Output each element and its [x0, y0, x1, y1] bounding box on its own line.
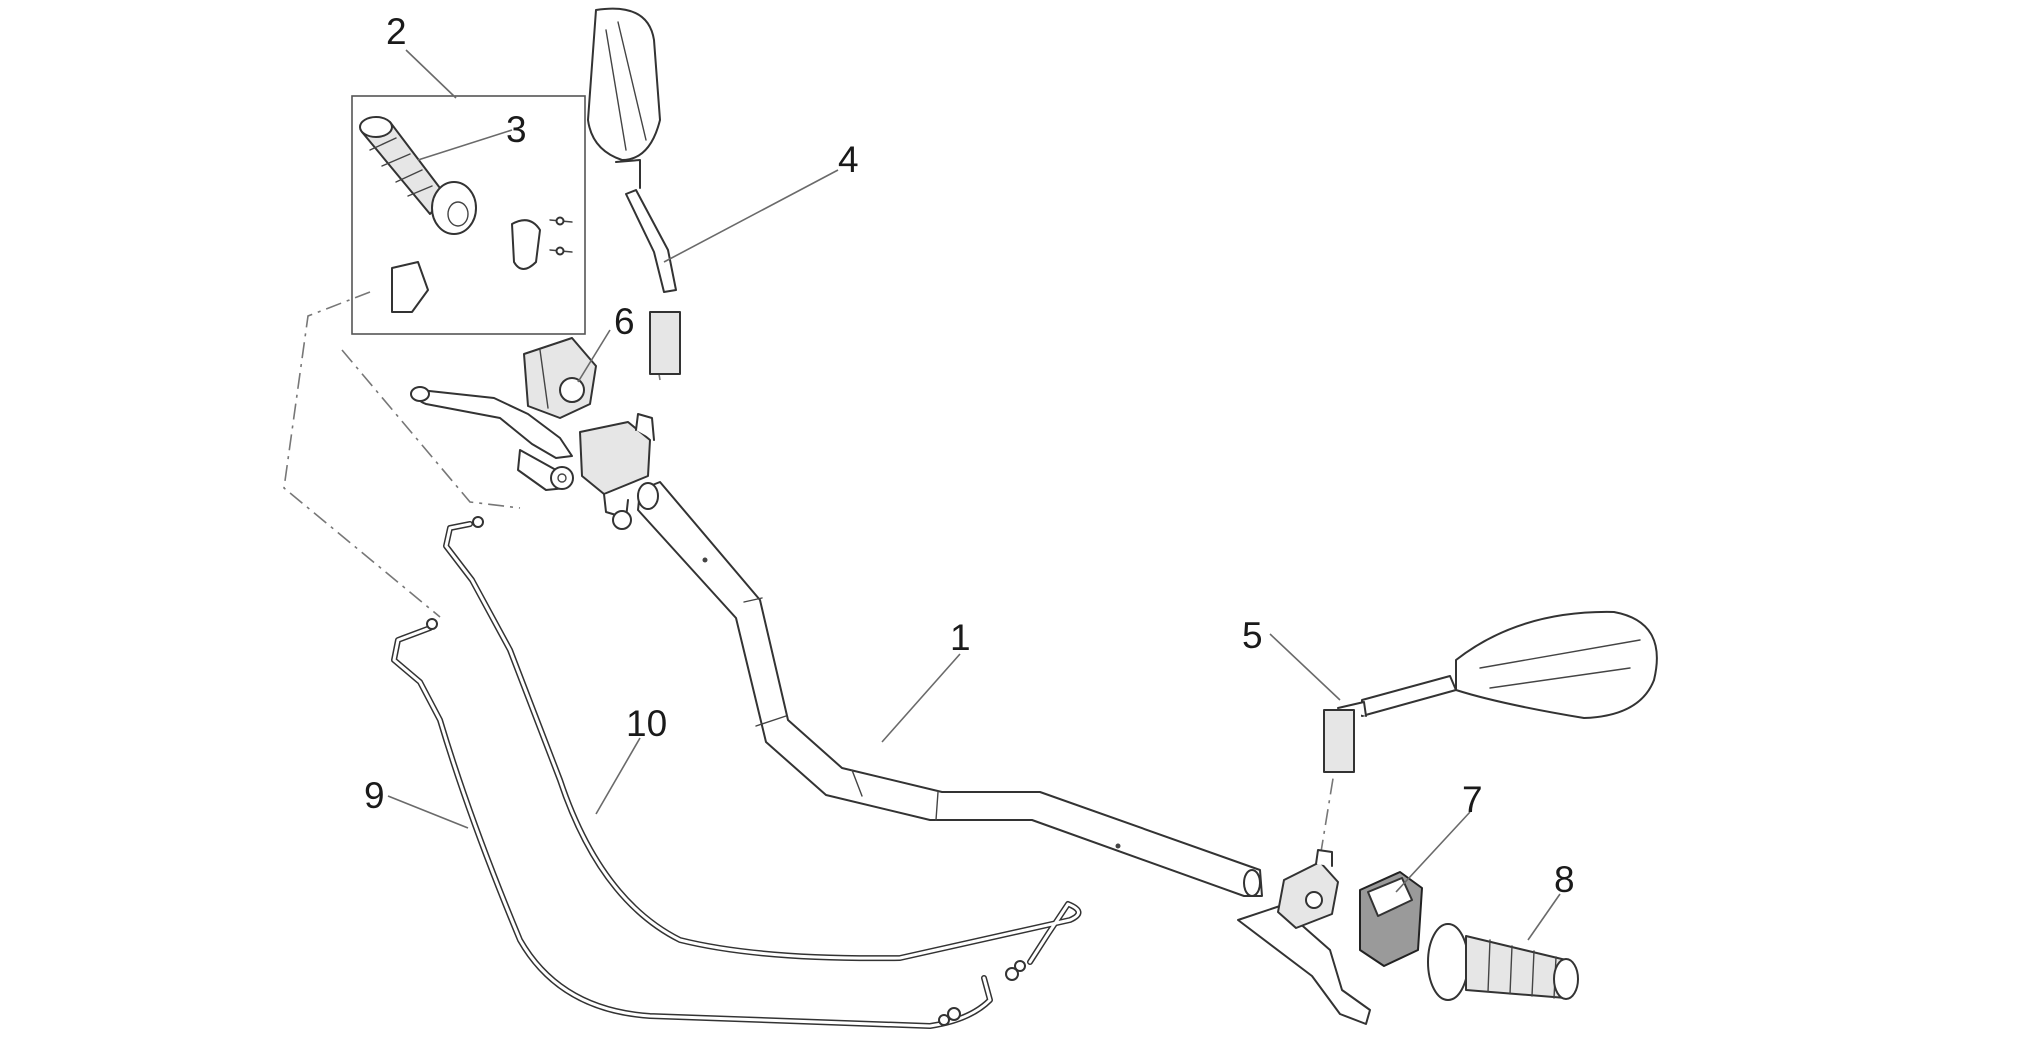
- callout-4: 4: [838, 139, 859, 180]
- right-lever-assembly: [1237, 849, 1371, 1025]
- kit-group-box: [351, 95, 586, 335]
- callout-5: 5: [1242, 615, 1263, 656]
- callout-1: 1: [950, 617, 971, 658]
- left-grip: [359, 116, 477, 235]
- cable-9: [391, 618, 993, 1029]
- cable-10: [443, 516, 1082, 981]
- right-mirror: [1323, 610, 1658, 773]
- callout-2: 2: [386, 11, 407, 52]
- left-clamp-pieces: [391, 216, 573, 313]
- right-grip: [1427, 923, 1579, 1001]
- callout-9: 9: [364, 775, 385, 816]
- left-switch-housing: [523, 337, 597, 419]
- callout-10: 10: [626, 703, 667, 744]
- leader-lines: [387, 49, 1561, 941]
- right-switch-housing: [1359, 871, 1423, 967]
- callout-6: 6: [614, 301, 635, 342]
- left-mirror: [587, 7, 681, 375]
- left-lever-assembly: [410, 386, 655, 530]
- callout-numbers: 2 3 4 6 1 5 7 8 9 10: [364, 11, 1575, 900]
- callout-3: 3: [506, 109, 527, 150]
- handlebar: [637, 481, 1263, 897]
- callout-8: 8: [1554, 859, 1575, 900]
- callout-7: 7: [1462, 779, 1483, 820]
